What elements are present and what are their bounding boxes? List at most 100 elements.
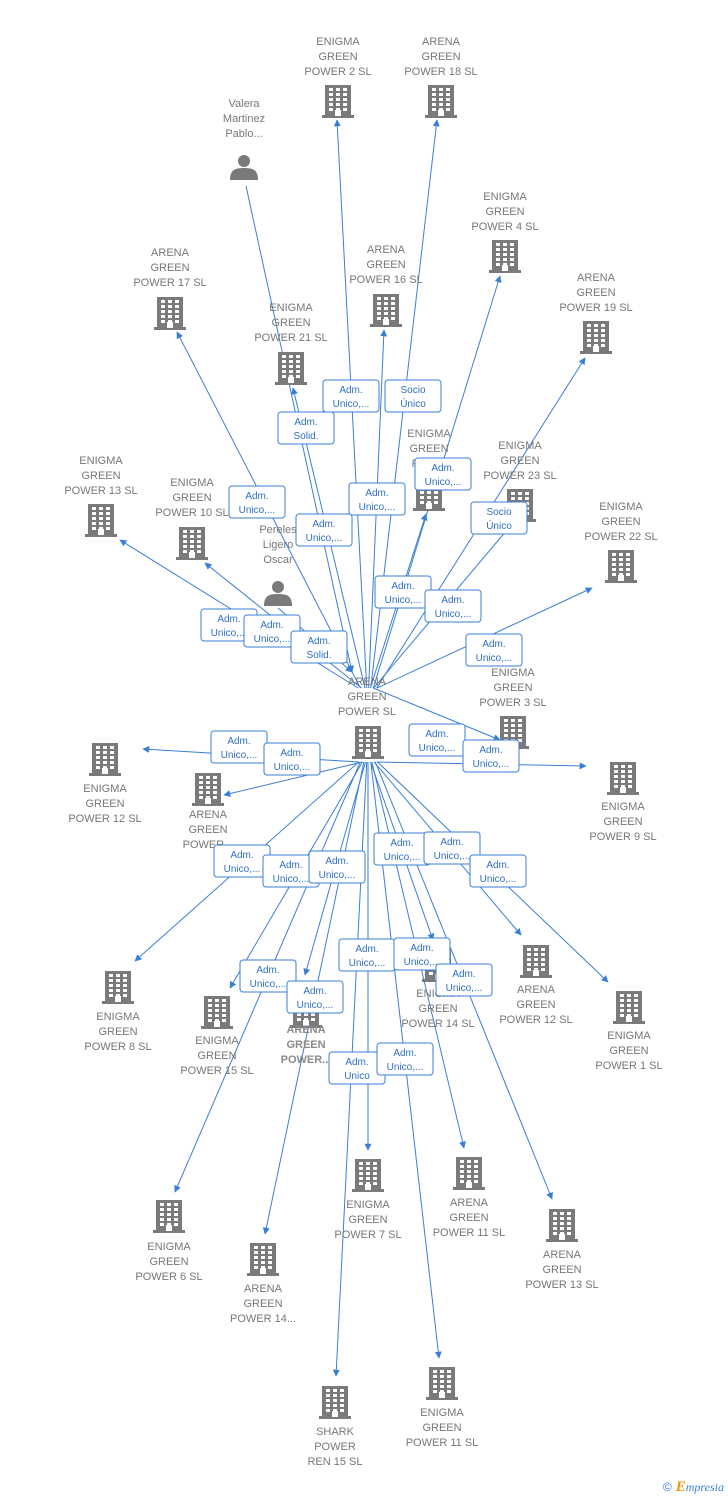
relation-label-r4[interactable]: Adm.Unico,... [228, 485, 286, 519]
building-icon [580, 321, 612, 354]
relation-label-r1[interactable]: Adm.Unico,... [322, 379, 380, 413]
edge-n15 [373, 687, 501, 741]
relation-label-text: Unico [344, 1071, 370, 1082]
relation-label-r23[interactable]: Adm.Unico,... [423, 831, 481, 865]
brand-footer[interactable]: ©Empresia [663, 1479, 724, 1496]
relation-label-r26[interactable]: Adm.Unico,... [393, 937, 451, 971]
relation-label-text: Unico,... [319, 870, 356, 881]
relation-label-r28[interactable]: Adm.Unico,... [239, 959, 297, 993]
relation-label-text: Unico,... [425, 477, 462, 488]
relation-label-text: Unico,... [476, 653, 513, 664]
building-icon [605, 550, 637, 583]
relation-label-text: Unico,... [274, 762, 311, 773]
relation-label-text: Adm. [441, 595, 464, 606]
relation-label-text: Unico,... [254, 634, 291, 645]
relation-label-text: Unico,... [473, 759, 510, 770]
relation-label-text: Adm. [482, 639, 505, 650]
relation-label-text: Unico,... [224, 864, 261, 875]
relation-label-r6[interactable]: Adm.Unico,... [348, 482, 406, 516]
relation-label-text: Adm. [486, 860, 509, 871]
relation-label-r5[interactable]: Adm.Unico,... [414, 457, 472, 491]
center-building-icon [352, 726, 384, 759]
relation-label-r16[interactable]: Adm.Unico,... [263, 742, 321, 776]
relation-label-r3[interactable]: Adm.Solid. [277, 411, 335, 445]
relation-label-text: Único [400, 397, 426, 410]
relation-label-text: Unico,... [211, 628, 248, 639]
relation-label-text: Unico,... [297, 1000, 334, 1011]
relation-label-r11[interactable]: Adm. Unico,... [374, 575, 432, 609]
building-icon [426, 1367, 458, 1400]
relation-label-text: Unico,... [387, 1062, 424, 1073]
relation-label-text: Unico,... [480, 874, 517, 885]
relation-label-text: Adm. [365, 488, 388, 499]
relation-label-r25[interactable]: Adm.Unico,... [338, 938, 396, 972]
relation-label-r13[interactable]: Adm. Unico,... [465, 633, 523, 667]
relation-label-text: Solid. [306, 650, 331, 661]
relation-label-text: Unico,... [384, 852, 421, 863]
relation-label-text: Adm. [307, 636, 330, 647]
relation-label-r17[interactable]: Adm.Unico,... [408, 723, 466, 757]
brand-logo-text: mpresia [685, 1480, 724, 1494]
relation-label-r29[interactable]: Adm.Unico,... [286, 980, 344, 1014]
relation-label-r30[interactable]: Adm.Unico [328, 1051, 386, 1085]
person-icon [264, 581, 292, 606]
relation-label-text: Solid. [293, 431, 318, 442]
relation-label-r21[interactable]: Adm.Unico,... [308, 850, 366, 884]
relation-label-r24[interactable]: Adm. Unico,... [469, 854, 527, 888]
relation-label-text: Único [486, 519, 512, 532]
relation-label-r31[interactable]: Adm.Unico,... [376, 1042, 434, 1076]
relation-label-text: Adm. [279, 860, 302, 871]
building-icon [520, 945, 552, 978]
relation-label-text: Unico,... [385, 595, 422, 606]
relation-label-r7[interactable]: Adm.Unico,... [295, 513, 353, 547]
relation-label-r19[interactable]: Adm.Unico,... [213, 844, 271, 878]
relation-label-r27[interactable]: Adm.Unico,... [435, 963, 493, 997]
relation-label-text: Adm. [452, 969, 475, 980]
relation-label-r14[interactable]: Adm. Solid. [290, 630, 348, 664]
relation-label-r9[interactable]: Adm.Unico,... [200, 608, 258, 642]
relation-label-r18[interactable]: Adm.Unico,... [462, 739, 520, 773]
relation-label-text: Socio [486, 507, 511, 518]
building-icon [352, 1159, 384, 1192]
relation-label-text: Adm. [390, 838, 413, 849]
relation-label-r10[interactable]: Adm.Unico,... [243, 614, 301, 648]
relation-label-r22[interactable]: Adm. Unico,... [373, 832, 431, 866]
relation-label-text: Adm. [440, 837, 463, 848]
relation-label-text: Unico,... [306, 533, 343, 544]
copyright-symbol: © [662, 1480, 672, 1494]
relation-label-r15[interactable]: Adm.Unico,... [210, 730, 268, 764]
relation-label-r12[interactable]: Adm.Unico,... [424, 589, 482, 623]
relation-label-text: Adm. [391, 581, 414, 592]
